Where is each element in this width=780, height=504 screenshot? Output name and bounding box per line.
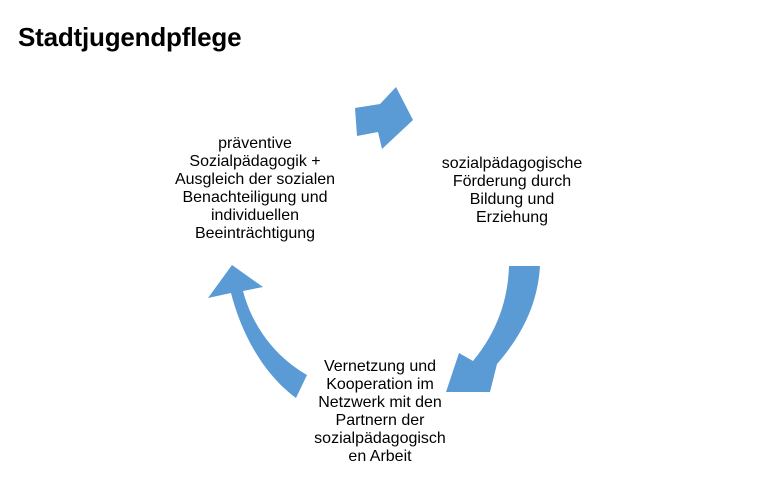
page-title: Stadtjugendpflege [18, 22, 242, 52]
arrow-left-to-right [355, 87, 413, 149]
cycle-node-praevention: präventive Sozialpädagogik + Ausgleich d… [174, 135, 336, 242]
arrow-bottom-to-left [208, 265, 307, 398]
arrow-right-to-bottom [446, 266, 540, 392]
cycle-node-vernetzung: Vernetzung und Kooperation im Netzwerk m… [314, 358, 446, 465]
cycle-node-foerderung: sozialpädagogische Förderung durch Bildu… [441, 155, 583, 226]
